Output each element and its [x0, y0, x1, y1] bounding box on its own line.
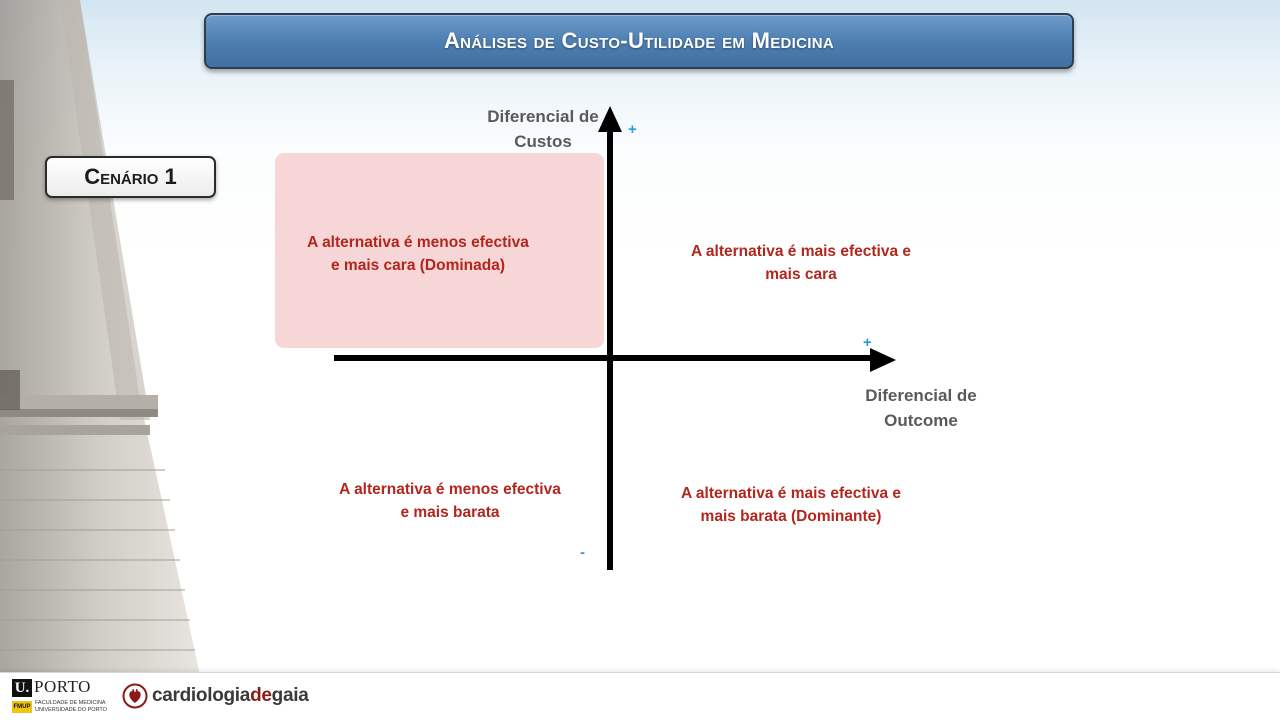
- quadrant-text-line: e mais barata: [400, 504, 500, 521]
- y-axis-positive-sign: +: [628, 121, 637, 138]
- y-axis-label-line-1: Diferencial de: [487, 107, 599, 126]
- title-bar: Análises de Custo-Utilidade em Medicina: [204, 13, 1074, 69]
- quadrant-bottom-left: A alternativa é menos efectiva e mais ba…: [320, 478, 580, 524]
- slide-title: Análises de Custo-Utilidade em Medicina: [443, 28, 835, 53]
- footer: U. PORTO FMUP FACULDADE DE MEDICINA UNIV…: [0, 672, 1280, 721]
- heart-icon: [122, 683, 148, 709]
- uporto-u-mark: U.: [12, 679, 32, 697]
- quadrant-text-line: A alternativa é mais efectiva e: [691, 243, 911, 260]
- quadrant-top-right: A alternativa é mais efectiva e mais car…: [671, 240, 931, 286]
- dominated-quadrant-highlight: [275, 153, 604, 348]
- brand-part: de: [250, 685, 272, 706]
- negative-sign: -: [580, 544, 585, 561]
- faculty-name: FACULDADE DE MEDICINA UNIVERSIDADE DO PO…: [35, 700, 120, 714]
- x-axis-label-line-2: Outcome: [884, 411, 958, 430]
- brand-part: gaia: [271, 685, 309, 706]
- faculty-line-2: UNIVERSIDADE DO PORTO: [35, 707, 107, 713]
- quadrant-text-line: A alternativa é mais efectiva e: [681, 485, 901, 502]
- quadrant-text-line: A alternativa é menos efectiva: [339, 481, 561, 498]
- quadrant-top-left: A alternativa é menos efectiva e mais ca…: [288, 231, 548, 277]
- quadrant-text-line: mais cara: [765, 266, 837, 283]
- x-axis-arrowhead: [870, 348, 896, 372]
- uporto-logo: U. PORTO FMUP FACULDADE DE MEDICINA UNIV…: [12, 677, 112, 717]
- cardiologia-logo: cardiologiadegaia: [122, 681, 309, 711]
- x-axis-positive-sign: +: [863, 334, 872, 351]
- quadrant-text-line: A alternativa é menos efectiva: [307, 234, 529, 251]
- uporto-wordmark: PORTO: [34, 677, 91, 696]
- y-axis-arrowhead: [598, 106, 622, 132]
- x-axis-label: Diferencial de Outcome: [860, 383, 982, 433]
- y-axis-label-line-2: Custos: [514, 132, 572, 151]
- fmup-mark: FMUP: [12, 701, 32, 713]
- scenario-label: Cenário 1: [84, 164, 177, 189]
- faculty-line-1: FACULDADE DE MEDICINA: [35, 700, 106, 706]
- scenario-badge: Cenário 1: [45, 156, 216, 198]
- quadrant-bottom-right: A alternativa é mais efectiva e mais bar…: [661, 482, 921, 528]
- quadrant-text-line: mais barata (Dominante): [700, 508, 882, 525]
- cardiologia-wordmark: cardiologiadegaia: [152, 685, 309, 707]
- quadrant-text-line: e mais cara (Dominada): [330, 257, 505, 274]
- x-axis-label-line-1: Diferencial de: [865, 386, 977, 405]
- brand-part: cardiologia: [152, 685, 251, 706]
- y-axis-label: Diferencial de Custos: [480, 104, 606, 154]
